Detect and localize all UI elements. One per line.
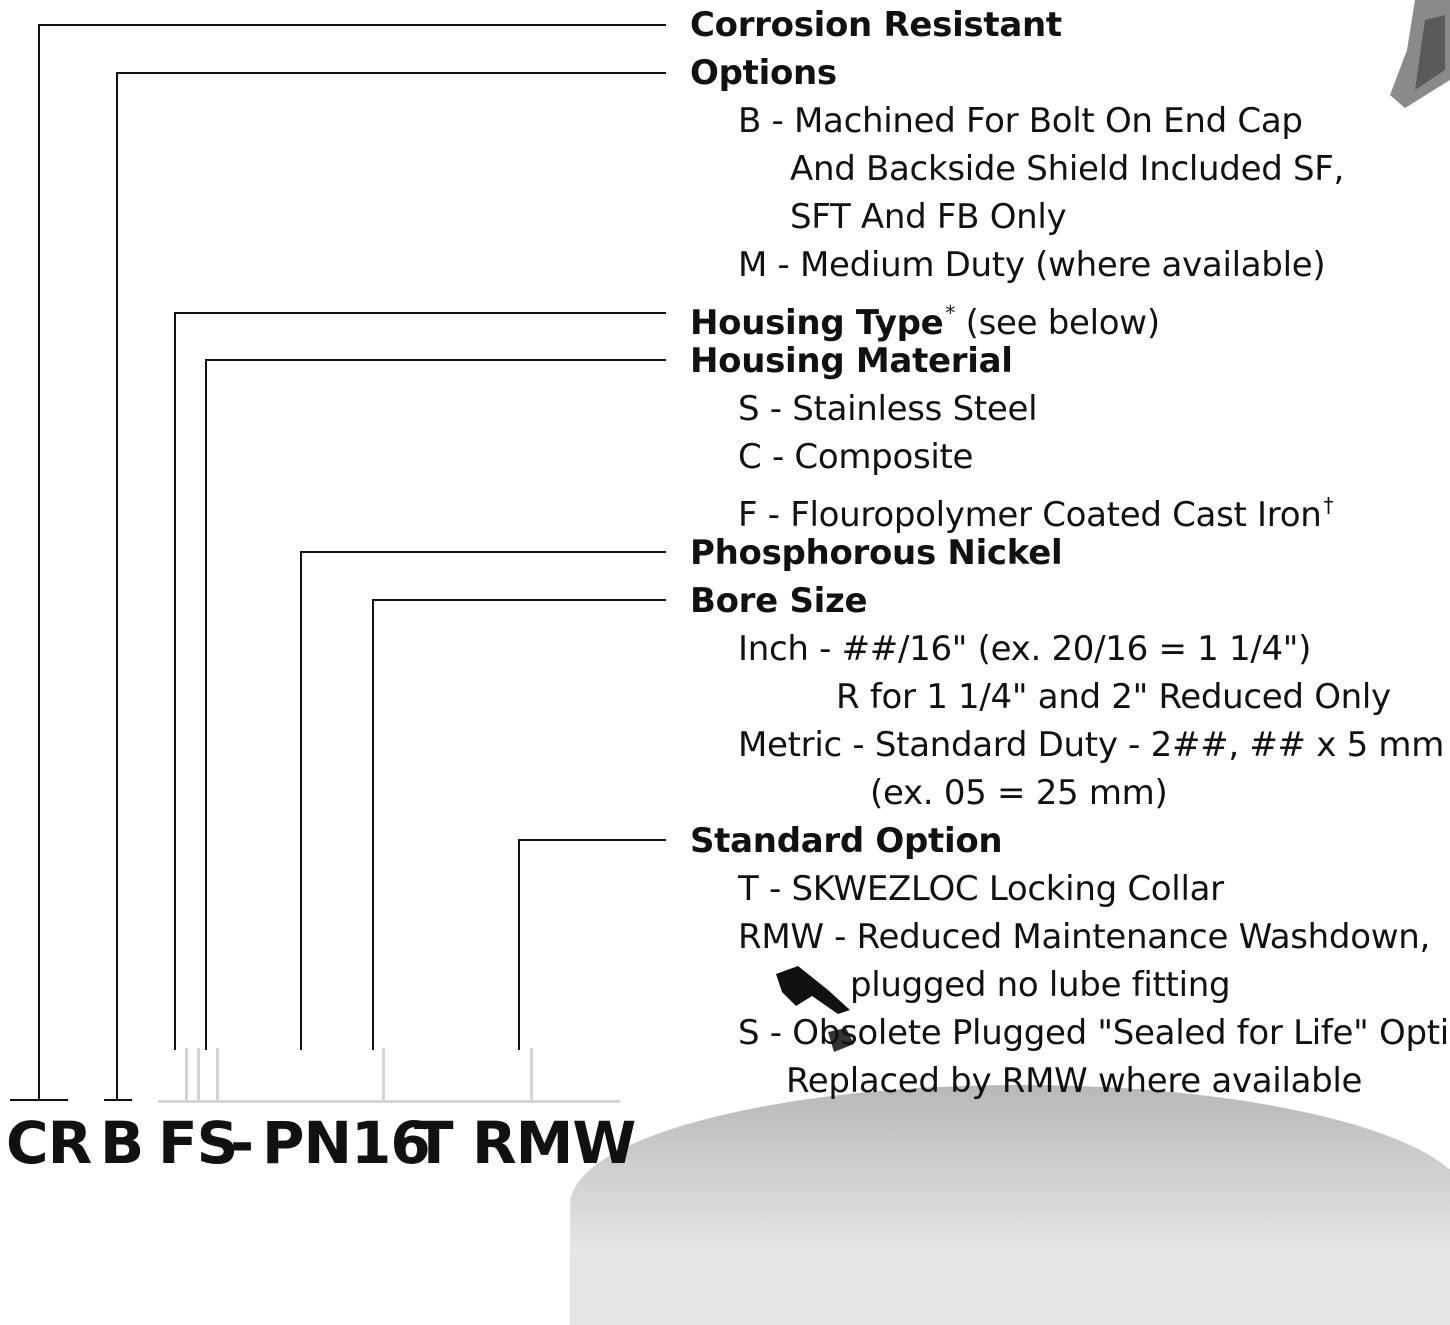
code-segment-dash: - (230, 1112, 253, 1174)
material-line-1: S - Stainless Steel (738, 385, 1037, 433)
option-line-4: M - Medium Duty (where available) (738, 241, 1325, 289)
option-line-2: And Backside Shield Included SF, (790, 145, 1344, 193)
bore-line-4: (ex. 05 = 25 mm) (870, 769, 1167, 817)
heading-options: Options (690, 49, 837, 97)
bore-line-1: Inch - ##/16" (ex. 20/16 = 1 1/4") (738, 625, 1311, 673)
bearing-corner-image (1385, 0, 1450, 110)
standard-line-5: Replaced by RMW where available (786, 1057, 1362, 1105)
option-line-1: B - Machined For Bolt On End Cap (738, 97, 1303, 145)
bore-line-2: R for 1 1/4" and 2" Reduced Only (836, 673, 1391, 721)
heading-standard-option: Standard Option (690, 817, 1002, 865)
option-line-3: SFT And FB Only (790, 193, 1066, 241)
standard-line-3: plugged no lube fitting (850, 961, 1230, 1009)
bore-line-3: Metric - Standard Duty - 2##, ## x 5 mm (738, 721, 1444, 769)
standard-line-4: S - Obsolete Plugged "Sealed for Life" O… (738, 1009, 1450, 1057)
bearing-photo-fragment (570, 1085, 1450, 1325)
code-segment-rmw: RMW (472, 1112, 635, 1174)
code-segment-fs: FS (158, 1112, 237, 1174)
material-line-2: C - Composite (738, 433, 973, 481)
code-segment-b: B (100, 1112, 143, 1174)
standard-line-1: T - SKWEZLOC Locking Collar (738, 865, 1224, 913)
standard-line-2: RMW - Reduced Maintenance Washdown, (738, 913, 1430, 961)
heading-phosphorous-nickel: Phosphorous Nickel (690, 529, 1062, 577)
heading-bore-size: Bore Size (690, 577, 867, 625)
heading-corrosion-resistant: Corrosion Resistant (690, 1, 1062, 49)
heading-housing-material: Housing Material (690, 337, 1013, 385)
asterisk-marker: * (945, 301, 955, 325)
dagger-marker: † (1323, 493, 1333, 517)
code-segment-cr: CR (6, 1112, 91, 1174)
code-segment-t: T (414, 1112, 453, 1174)
code-segment-pn16: PN16 (262, 1112, 430, 1174)
